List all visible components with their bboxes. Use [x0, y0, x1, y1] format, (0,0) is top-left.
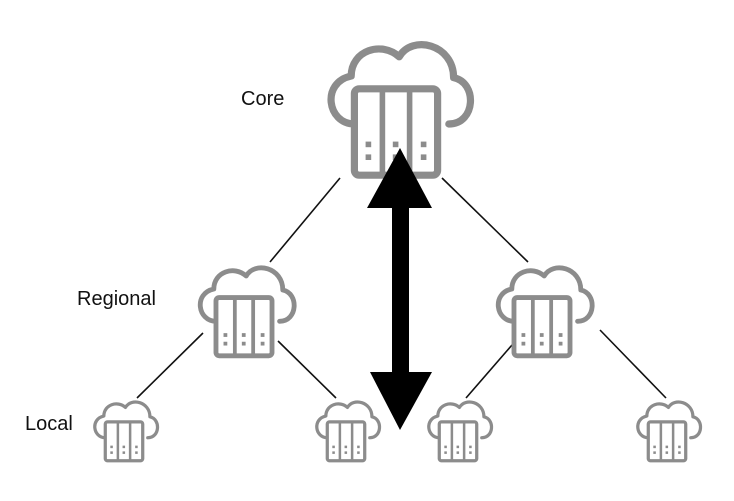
- edge-regional-left-local-2: [277, 340, 337, 399]
- local-3-cloud-server-icon: [427, 400, 494, 463]
- edge-regional-right-local-3: [465, 344, 513, 399]
- local-tier-label: Local: [25, 413, 73, 435]
- core-tier-label: Core: [241, 88, 285, 110]
- regional-right-cloud-server-icon: [498, 268, 592, 356]
- double-headed-arrow-icon: [367, 148, 432, 430]
- connector-lines: [136, 177, 667, 399]
- regional-tier-label: Regional: [77, 288, 156, 310]
- local-1-cloud-server-icon: [93, 400, 160, 463]
- edge-regional-right-local-4: [599, 329, 667, 399]
- edge-core-regional-right: [441, 177, 529, 263]
- edge-core-regional-left: [269, 177, 341, 263]
- local-4-cloud-server-icon: [636, 400, 703, 463]
- local-2-cloud-server-icon: [315, 400, 382, 463]
- edge-regional-left-local-1: [136, 332, 204, 399]
